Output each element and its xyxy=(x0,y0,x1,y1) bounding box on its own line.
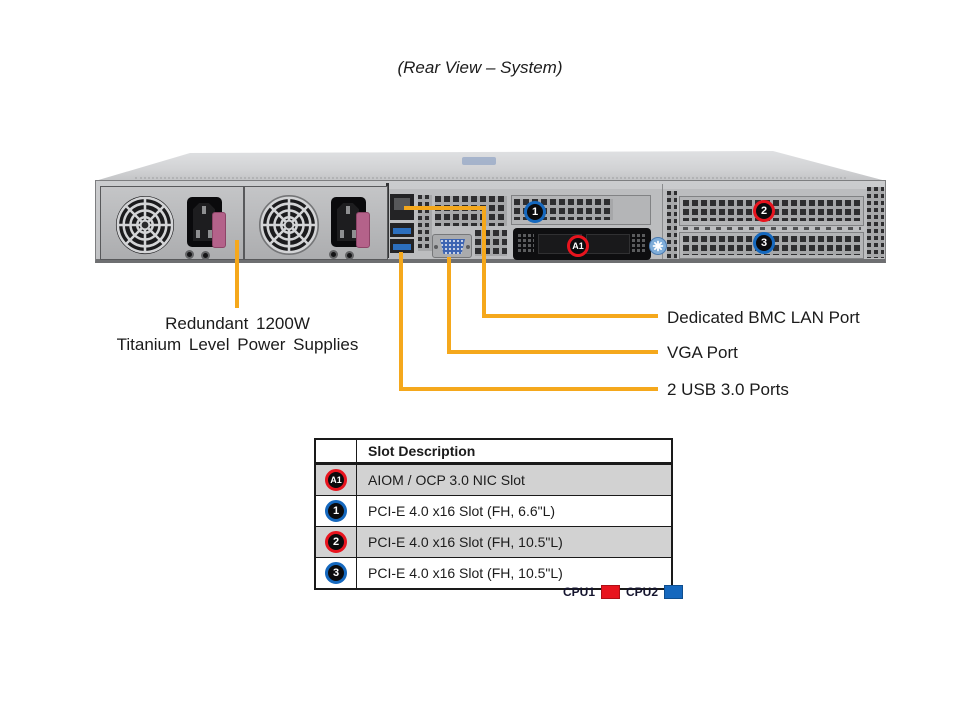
psu-led xyxy=(345,251,354,260)
usb-label: 2 USB 3.0 Ports xyxy=(667,380,789,399)
lid-label-sticker xyxy=(462,157,496,165)
slot-table: Slot Description A1 AIOM / OCP 3.0 NIC S… xyxy=(314,438,673,590)
slot1-badge: 1 xyxy=(524,201,546,223)
legend-swatch-cpu2 xyxy=(664,585,684,599)
screw-row xyxy=(683,227,861,230)
row-badge: 2 xyxy=(325,531,347,553)
ac-inlet-socket xyxy=(337,203,359,241)
legend-label-cpu2: CPU2 xyxy=(626,585,659,599)
aiom-mesh xyxy=(518,234,534,254)
psu-label-line1: Redundant 1200W xyxy=(165,314,310,333)
callout-line-psu xyxy=(235,240,239,308)
vga-dsub-connector xyxy=(440,239,465,254)
vent-grid xyxy=(475,230,507,256)
fan-grille xyxy=(258,194,320,256)
row-description: PCI-E 4.0 x16 Slot (FH, 10.5"L) xyxy=(356,526,673,558)
usb-tongue xyxy=(393,228,411,234)
row-description: AIOM / OCP 3.0 NIC Slot xyxy=(356,463,673,496)
ac-inlet-socket xyxy=(193,203,215,241)
row-description: PCI-E 4.0 x16 Slot (FH, 10.5"L) xyxy=(356,557,673,590)
slot2-badge: 2 xyxy=(753,200,775,222)
diagram-title: (Rear View – System) xyxy=(397,58,563,77)
slot3-badge: 3 xyxy=(753,232,775,254)
vga-port xyxy=(432,234,472,258)
psu-led xyxy=(201,251,210,260)
table-row: 2 PCI-E 4.0 x16 Slot (FH, 10.5"L) xyxy=(314,526,673,558)
row-description: PCI-E 4.0 x16 Slot (FH, 6.6"L) xyxy=(356,495,673,527)
inlet-pin xyxy=(346,206,350,214)
callout-line-usb xyxy=(399,387,658,391)
callout-line-usb xyxy=(399,252,403,391)
usb-tongue xyxy=(393,244,411,250)
aiom-port-opening xyxy=(586,234,630,254)
usb-3-port-1 xyxy=(390,223,414,237)
vent-grid xyxy=(867,187,884,258)
thumbscrew xyxy=(649,237,667,255)
psu-label-line2: Titanium Level Power Supplies xyxy=(116,335,359,354)
cpu-legend: CPU1 CPU2 xyxy=(563,584,684,600)
row-badge: A1 xyxy=(325,469,347,491)
table-row: 3 PCI-E 4.0 x16 Slot (FH, 10.5"L) xyxy=(314,557,673,590)
row-badge: 3 xyxy=(325,562,347,584)
callout-line-bmc xyxy=(404,206,486,210)
psu-led xyxy=(185,250,194,259)
table-row: 1 PCI-E 4.0 x16 Slot (FH, 6.6"L) xyxy=(314,495,673,527)
chassis-rear-face: 1 2 3 A1 xyxy=(95,180,886,263)
table-header-row: Slot Description xyxy=(314,438,673,465)
psu-module-2 xyxy=(244,186,388,260)
vent-grid xyxy=(435,196,507,226)
server-rear-diagram: 1 2 3 A1 xyxy=(95,150,886,263)
aiom-mesh xyxy=(632,234,646,254)
vent-grid xyxy=(418,195,432,251)
table-header-slot-description: Slot Description xyxy=(356,438,673,465)
callout-line-bmc xyxy=(482,314,658,318)
pcie-slot-2-bracket xyxy=(679,196,864,226)
callout-line-vga xyxy=(447,257,451,354)
row-badge-cell: A1 xyxy=(314,463,357,496)
inlet-pin xyxy=(208,230,212,238)
inlet-pin xyxy=(340,230,344,238)
row-badge: 1 xyxy=(325,500,347,522)
vga-label: VGA Port xyxy=(667,343,738,362)
aiom-badge: A1 xyxy=(567,235,589,257)
row-badge-cell: 3 xyxy=(314,557,357,590)
psu-label: Redundant 1200W Titanium Level Power Sup… xyxy=(85,313,390,355)
vga-screw xyxy=(466,245,470,249)
vent-grid xyxy=(667,191,677,259)
table-row: A1 AIOM / OCP 3.0 NIC Slot xyxy=(314,463,673,496)
psu-release-clip xyxy=(356,212,370,248)
vga-screw xyxy=(434,245,438,249)
inlet-pin xyxy=(352,230,356,238)
legend-swatch-cpu1 xyxy=(601,585,621,599)
ac-inlet xyxy=(331,197,366,247)
usb-3-port-2 xyxy=(390,239,414,253)
inlet-pin xyxy=(196,230,200,238)
chassis-lid xyxy=(95,151,886,181)
psu-module-1 xyxy=(100,186,244,260)
row-badge-cell: 2 xyxy=(314,526,357,558)
section-seam xyxy=(662,184,663,259)
callout-line-vga xyxy=(447,350,658,354)
fan-grille xyxy=(114,194,176,256)
psu-release-clip xyxy=(212,212,226,248)
table-header-badge-col xyxy=(314,438,357,465)
row-badge-cell: 1 xyxy=(314,495,357,527)
callout-line-bmc xyxy=(482,206,486,318)
legend-label-cpu1: CPU1 xyxy=(563,585,596,599)
psu-led xyxy=(329,250,338,259)
bmc-lan-label: Dedicated BMC LAN Port xyxy=(667,308,860,327)
inlet-pin xyxy=(202,206,206,214)
